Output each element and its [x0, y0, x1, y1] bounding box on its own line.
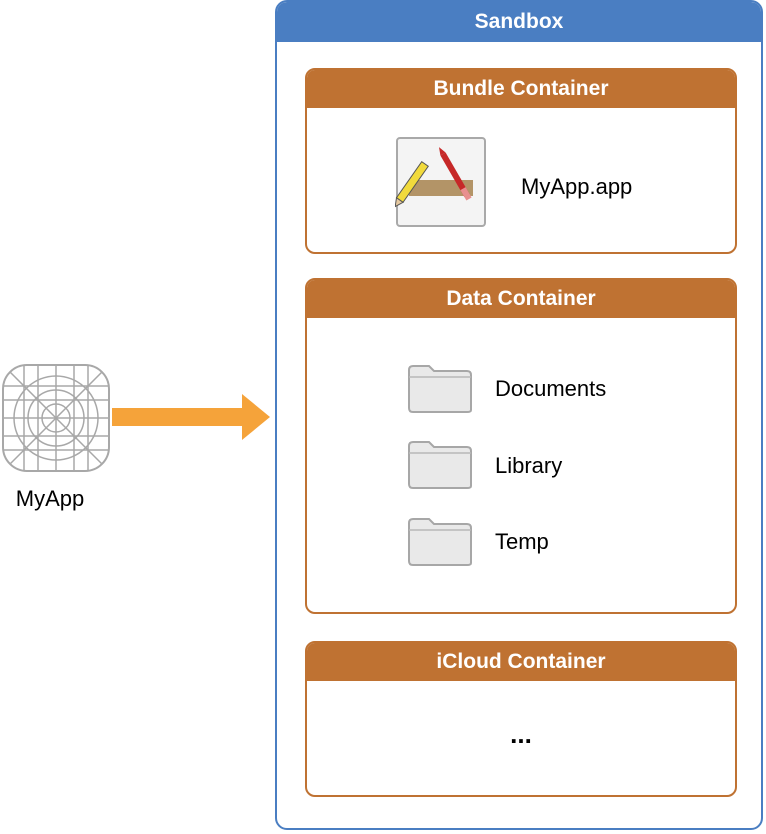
- xcode-app-icon: [394, 136, 487, 228]
- sandbox-panel: Sandbox Bundle Container MyApp.app Dat: [275, 0, 763, 830]
- folder-label-library: Library: [495, 453, 563, 478]
- data-container: Data Container Documents Library Temp: [305, 278, 737, 614]
- app-placeholder-icon: [0, 362, 112, 474]
- arrow-right-icon: [112, 394, 272, 440]
- sandbox-title: Sandbox: [277, 2, 761, 42]
- app-label: MyApp: [15, 486, 85, 511]
- bundle-container: Bundle Container MyApp.app: [305, 68, 737, 254]
- folder-icon: [407, 515, 473, 567]
- icloud-ellipsis: ...: [510, 719, 532, 749]
- data-container-title: Data Container: [307, 280, 735, 318]
- icloud-container: iCloud Container ...: [305, 641, 737, 797]
- folder-icon: [407, 362, 473, 414]
- folder-label-documents: Documents: [495, 376, 607, 401]
- icloud-container-title: iCloud Container: [307, 643, 735, 681]
- bundle-container-title: Bundle Container: [307, 70, 735, 108]
- folder-icon: [407, 438, 473, 490]
- folder-label-temp: Temp: [495, 529, 549, 554]
- app-bundle-label: MyApp.app: [521, 174, 633, 199]
